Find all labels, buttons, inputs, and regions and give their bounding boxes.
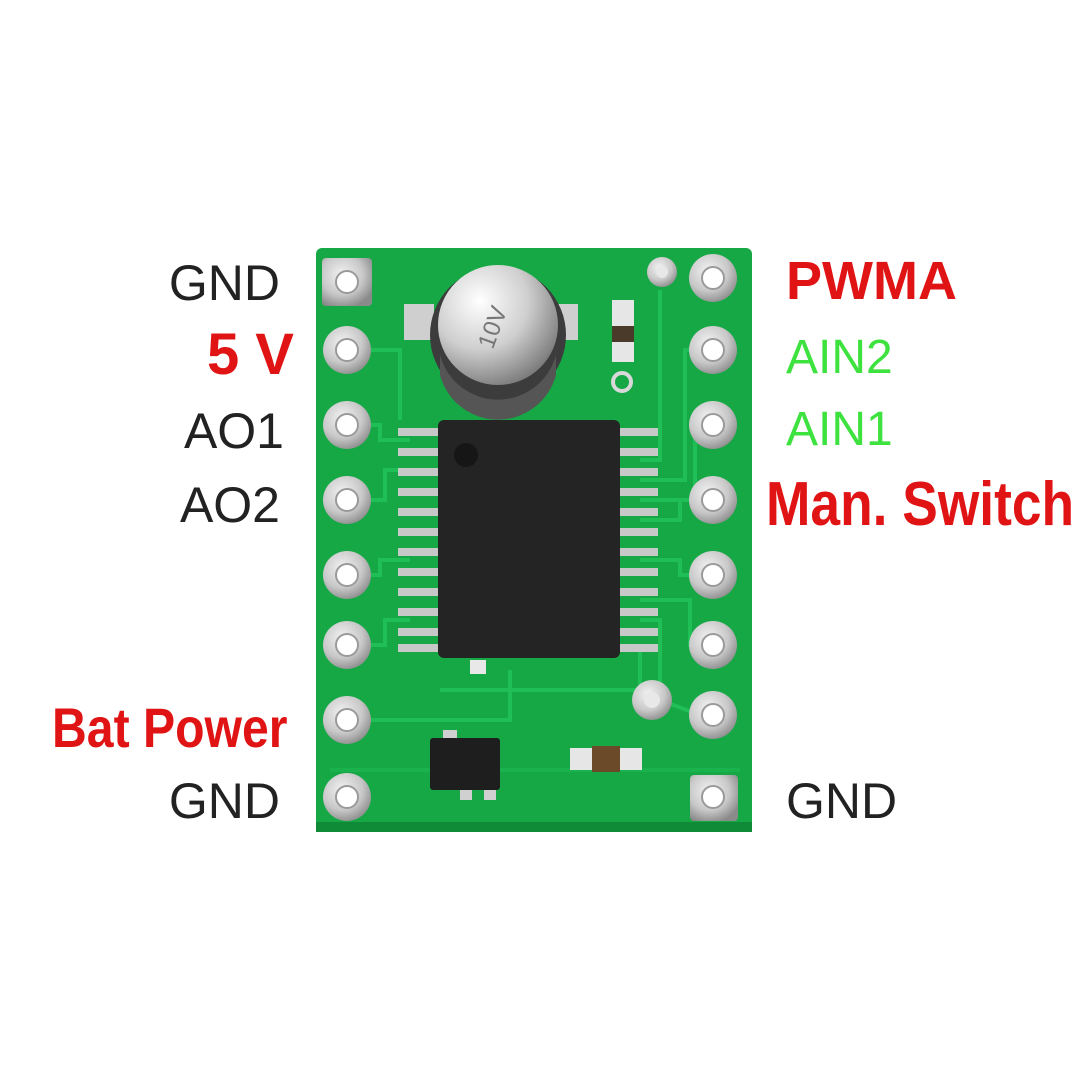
vias <box>470 257 677 720</box>
driver-ic <box>398 420 658 658</box>
smd-resistor-bottom <box>570 746 642 772</box>
label-gnd-bottom-left: GND <box>168 773 280 829</box>
label-ain2: AIN2 <box>786 331 893 384</box>
label-pwma: PWMA <box>786 251 957 311</box>
label-man-switch: Man. Switch <box>766 470 1075 539</box>
right-header-pins <box>689 254 738 821</box>
pcb-edge-shadow <box>316 822 752 832</box>
label-gnd-bottom-right: GND <box>786 773 898 829</box>
smd-transistor <box>430 730 500 800</box>
smd-resistor-top <box>612 300 634 362</box>
left-header-pins <box>322 258 372 821</box>
electrolytic-capacitor <box>404 265 578 420</box>
label-5v: 5 V <box>206 322 294 387</box>
label-ao1: AO1 <box>183 403 284 459</box>
label-bat-power: Bat Power <box>52 696 288 759</box>
label-gnd-top-left: GND <box>168 255 280 311</box>
label-ain1: AIN1 <box>786 403 893 456</box>
label-ao2: AO2 <box>179 477 280 533</box>
